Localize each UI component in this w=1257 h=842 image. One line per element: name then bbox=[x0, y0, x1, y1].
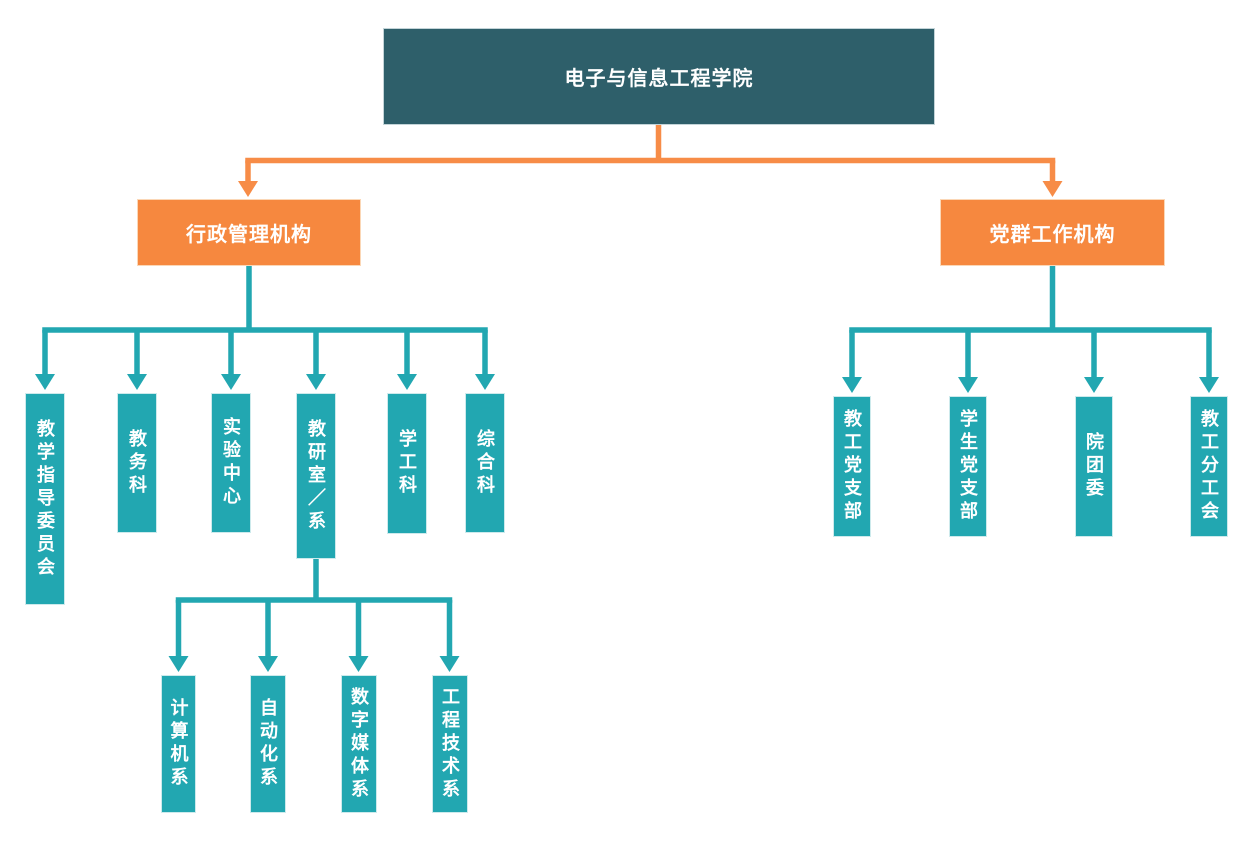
arrow-down-icon bbox=[475, 374, 495, 390]
arrow-down-icon bbox=[1199, 377, 1219, 393]
node-teaching-steering-committee: 教学指导委员会 bbox=[25, 393, 65, 605]
node-computer-dept: 计算机系 bbox=[161, 675, 196, 813]
arrow-down-icon bbox=[1042, 181, 1063, 197]
arrow-down-icon bbox=[842, 377, 862, 393]
arrow-down-icon bbox=[221, 374, 241, 390]
arrow-down-icon bbox=[127, 374, 147, 390]
node-staff-party-branch: 教工党支部 bbox=[833, 396, 871, 537]
node-academic-affairs-section: 教务科 bbox=[117, 393, 157, 533]
node-digital-media-dept: 数字媒体系 bbox=[341, 675, 377, 813]
node-student-party-branch: 学生党支部 bbox=[949, 396, 987, 537]
node-admin-org: 行政管理机构 bbox=[137, 199, 361, 266]
arrow-down-icon bbox=[348, 656, 369, 672]
connector-admin-to-children bbox=[35, 266, 495, 390]
connector-root-to-branches bbox=[238, 125, 1063, 197]
node-automation-dept: 自动化系 bbox=[250, 675, 286, 813]
arrow-down-icon bbox=[439, 656, 460, 672]
connector-party-to-children bbox=[842, 266, 1219, 393]
connector-office-to-departments bbox=[168, 559, 460, 672]
arrow-down-icon bbox=[35, 374, 55, 390]
node-engineering-technology-dept: 工程技术系 bbox=[432, 675, 468, 813]
arrow-down-icon bbox=[306, 374, 326, 390]
arrow-down-icon bbox=[397, 374, 417, 390]
node-party-org: 党群工作机构 bbox=[940, 199, 1165, 266]
node-staff-union: 教工分工会 bbox=[1190, 396, 1228, 537]
arrow-down-icon bbox=[168, 656, 189, 672]
node-teaching-research-office: 教研室／系 bbox=[296, 393, 336, 559]
node-student-work-section: 学工科 bbox=[387, 393, 427, 534]
node-experiment-center: 实验中心 bbox=[211, 393, 251, 533]
node-college: 电子与信息工程学院 bbox=[383, 28, 935, 125]
node-general-affairs-section: 综合科 bbox=[465, 393, 505, 533]
arrow-down-icon bbox=[1084, 377, 1104, 393]
arrow-down-icon bbox=[238, 181, 258, 197]
arrow-down-icon bbox=[258, 656, 278, 672]
arrow-down-icon bbox=[958, 377, 978, 393]
node-youth-league-committee: 院团委 bbox=[1075, 396, 1113, 537]
